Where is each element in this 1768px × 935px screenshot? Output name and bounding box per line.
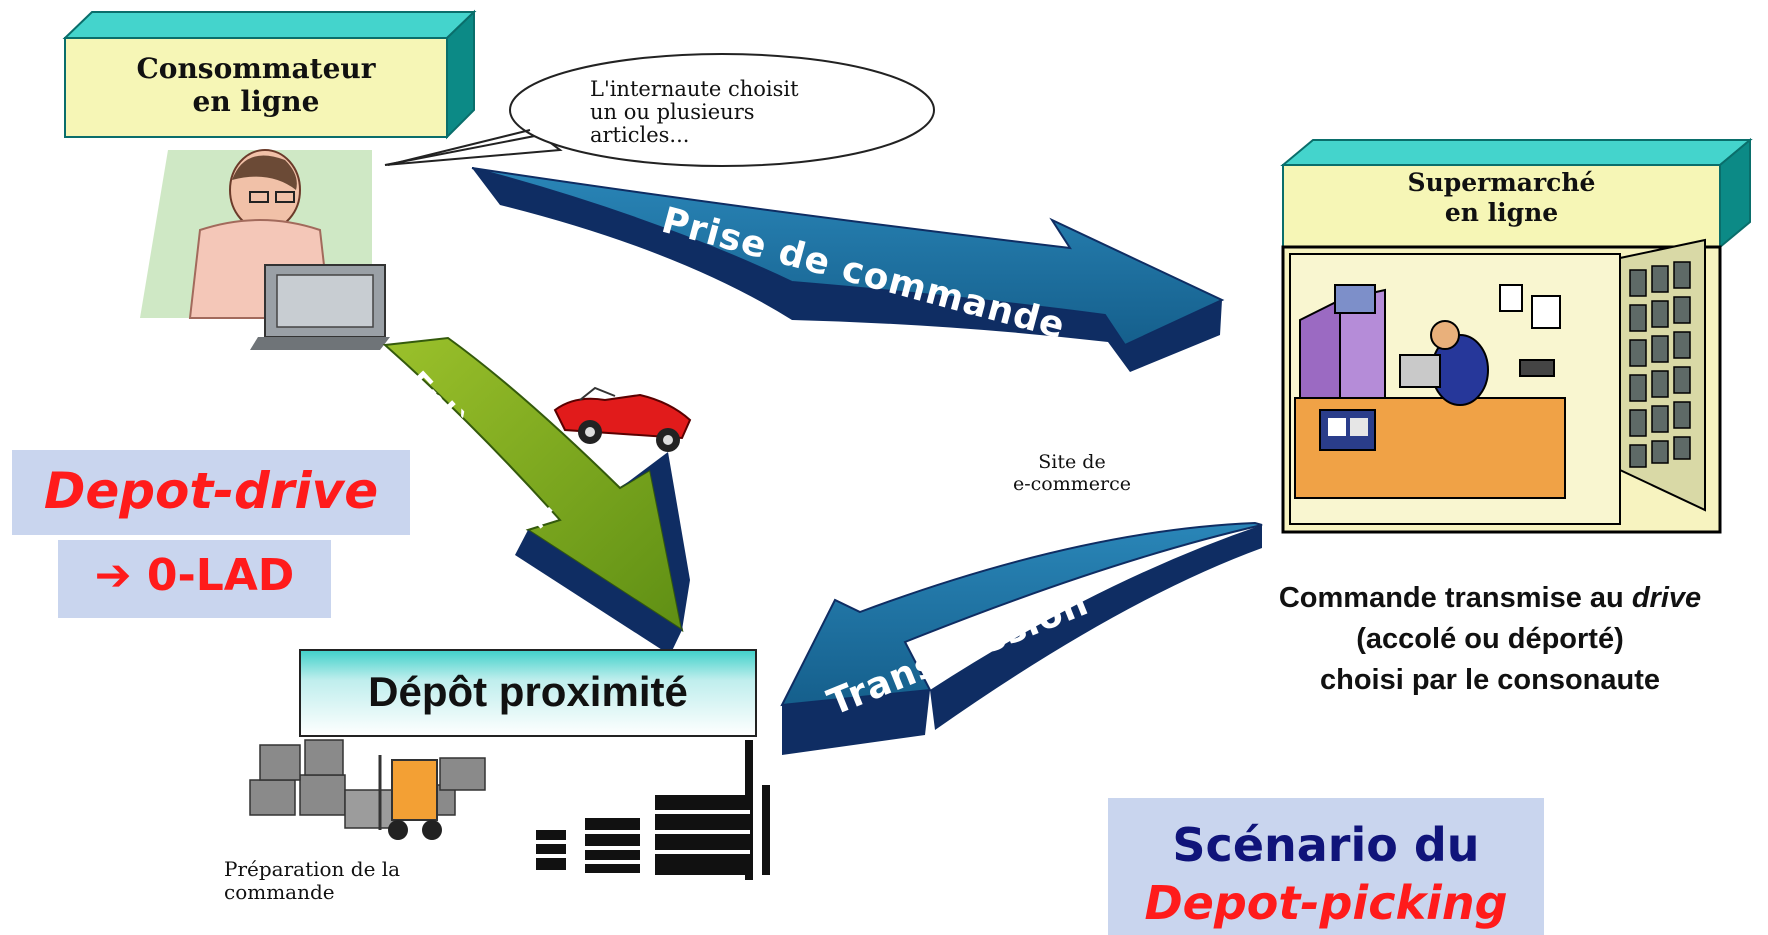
depot-building bbox=[536, 740, 770, 880]
order-arrow bbox=[471, 167, 1225, 372]
supermarket-line2: en ligne bbox=[1444, 197, 1559, 227]
depot-box bbox=[299, 649, 757, 737]
speech-line3: articles... bbox=[590, 123, 690, 148]
consumer-box-line2: en ligne bbox=[192, 85, 320, 119]
site-line2: e-commerce bbox=[1013, 472, 1131, 495]
consumer-box-line1: Consommateur bbox=[136, 52, 376, 85]
consumer-box bbox=[62, 9, 477, 140]
scenario-line1: Scénario du bbox=[1172, 818, 1480, 872]
transmitted-note: Commande transmise au drive (accolé ou d… bbox=[1212, 578, 1768, 702]
warehouse-illustration bbox=[249, 739, 486, 840]
transmission-arrow bbox=[780, 521, 1263, 755]
transmitted-line2: (accolé ou déporté) bbox=[1356, 623, 1624, 656]
right-arrow-icon: ➔ bbox=[94, 550, 132, 601]
zero-lad-line: ➔ 0-LAD bbox=[58, 550, 331, 601]
zero-lad-panel: ➔ 0-LAD bbox=[58, 540, 331, 618]
consumer-box-label: Consommateur en ligne bbox=[65, 52, 447, 118]
speech-bubble bbox=[384, 53, 935, 167]
zero-lad-text: 0-LAD bbox=[146, 550, 295, 601]
speech-line1: L'internaute choisit bbox=[590, 77, 799, 101]
supermarket-box bbox=[1280, 137, 1753, 250]
red-car-illustration bbox=[553, 386, 692, 452]
office-illustration bbox=[1281, 238, 1722, 534]
speech-bubble-text: L'internaute choisit un ou plusieurs art… bbox=[590, 77, 910, 148]
transmitted-line3: choisi par le consonaute bbox=[1319, 664, 1661, 697]
transmitted-drive: drive bbox=[1631, 582, 1702, 614]
scenario-line2: Depot-picking bbox=[1144, 876, 1508, 930]
speech-line2: un ou plusieurs bbox=[590, 100, 755, 125]
site-line1: Site de bbox=[1038, 451, 1106, 473]
pickup-arrow bbox=[382, 336, 690, 655]
supermarket-box-label: Supermarché en ligne bbox=[1283, 168, 1720, 227]
depot-drive-panel: Depot-drive bbox=[12, 450, 410, 535]
depot-box-label: Dépôt proximité bbox=[368, 668, 688, 715]
scenario-panel: Scénario du Depot-picking bbox=[1108, 798, 1544, 935]
site-label: Site de e-commerce bbox=[972, 451, 1172, 496]
preparation-line1: Préparation de la bbox=[224, 857, 401, 881]
transmitted-prefix: Commande transmise au bbox=[1278, 582, 1632, 614]
depot-drive-title: Depot-drive bbox=[43, 462, 379, 520]
supermarket-line1: Supermarché bbox=[1407, 168, 1596, 197]
preparation-line2: commande bbox=[224, 880, 335, 904]
consumer-at-computer-illustration bbox=[140, 149, 390, 350]
preparation-label: Préparation de la commande bbox=[224, 858, 400, 904]
transmitted-line1: Commande transmise au drive bbox=[1212, 578, 1768, 619]
